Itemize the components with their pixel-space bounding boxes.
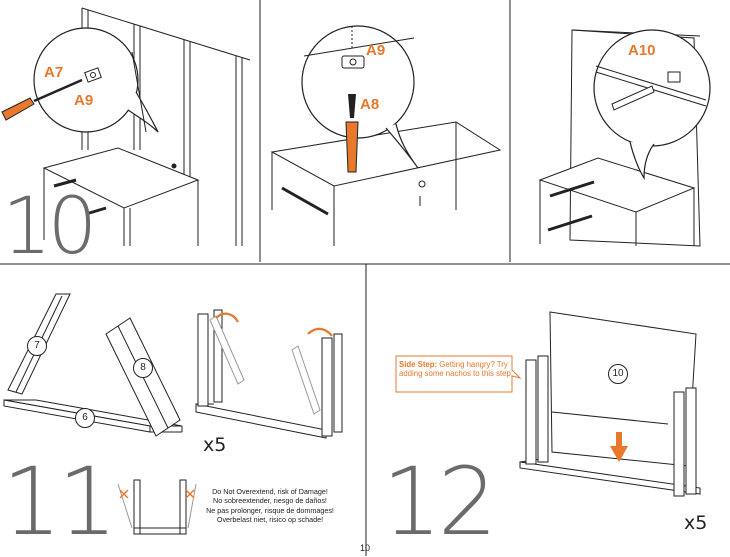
step11-rotate-arrows <box>215 312 333 337</box>
step11-quantity: x5 <box>203 434 227 456</box>
tip-label: Side Step: <box>399 360 438 369</box>
part-label-a9: A9 <box>74 92 94 109</box>
step12-cabinet <box>519 311 701 497</box>
step11-panels <box>3 293 343 535</box>
part-label-a10: A10 <box>628 42 656 59</box>
callout-panel-7: 7 <box>27 336 47 356</box>
page-number: 10 <box>359 543 370 553</box>
tip-speech-bubble <box>395 355 522 393</box>
step10-zoom-bubble-1 <box>1 27 159 133</box>
overextend-warning: Do Not Overextend, risk of Damage! No so… <box>196 487 344 525</box>
callout-panel-6: 6 <box>75 408 95 428</box>
side-step-tip: Side Step: Getting hangry? Try adding so… <box>399 360 517 379</box>
step10-cabinet-top <box>270 121 502 246</box>
step10-zoom-bubble-2 <box>301 25 419 173</box>
warning-line-es: No sobreextender, riesgo de daños! <box>213 496 327 506</box>
part-label-a8: A8 <box>360 96 380 113</box>
callout-panel-10: 10 <box>608 364 628 384</box>
step10-zoom-bubble-3 <box>593 29 711 181</box>
tip-text: Getting hangry? Try adding some nachos t… <box>399 360 513 379</box>
warning-line-en: Do Not Overextend, risk of Damage! <box>212 487 328 496</box>
part-label-a9-2: A9 <box>366 42 386 59</box>
step12-down-arrow <box>610 432 628 462</box>
step-number-10: 10 <box>2 182 97 272</box>
step12-quantity: x5 <box>684 512 708 534</box>
callout-panel-8: 8 <box>133 358 153 378</box>
part-label-a7: A7 <box>44 64 64 81</box>
step-number-11: 11 <box>2 448 118 557</box>
step-number-12: 12 <box>382 448 498 557</box>
step11-overextend-marks <box>119 489 195 499</box>
warning-line-nl: Overbelast niet, risico op schade! <box>216 515 324 525</box>
warning-line-fr: Ne pas prolonger, risque de dommages! <box>206 505 334 515</box>
